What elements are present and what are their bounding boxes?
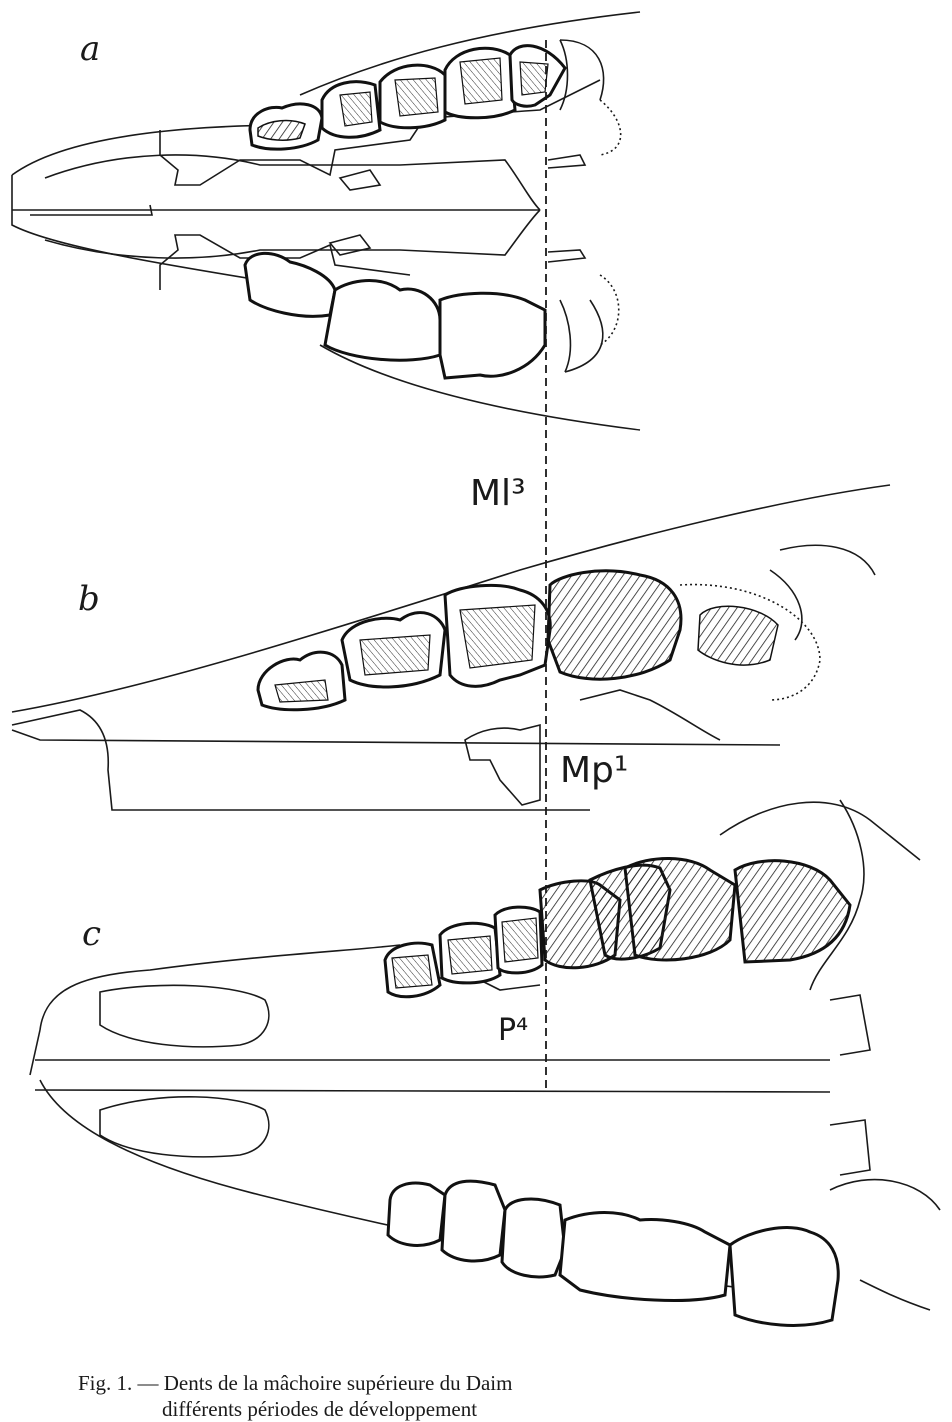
panel-a-lower-teeth <box>245 253 545 378</box>
panel-c-lower-teeth <box>388 1181 838 1325</box>
label-p4: P⁴ <box>498 1013 528 1048</box>
panel-a-upper-teeth <box>250 46 565 150</box>
panel-c-upper-teeth <box>385 858 850 996</box>
figure-caption-line1: Fig. 1. — Dents de la mâchoire supérieur… <box>78 1370 938 1396</box>
panel-b-label: b <box>78 579 100 619</box>
figure-caption-line2: différents périodes de développement <box>162 1396 952 1422</box>
label-ml3: Ml³ <box>470 473 526 514</box>
panel-c-label: c <box>82 914 101 954</box>
panel-b-teeth <box>258 571 778 710</box>
label-mp1: Mp¹ <box>560 750 628 791</box>
panel-a-label: a <box>80 29 100 69</box>
